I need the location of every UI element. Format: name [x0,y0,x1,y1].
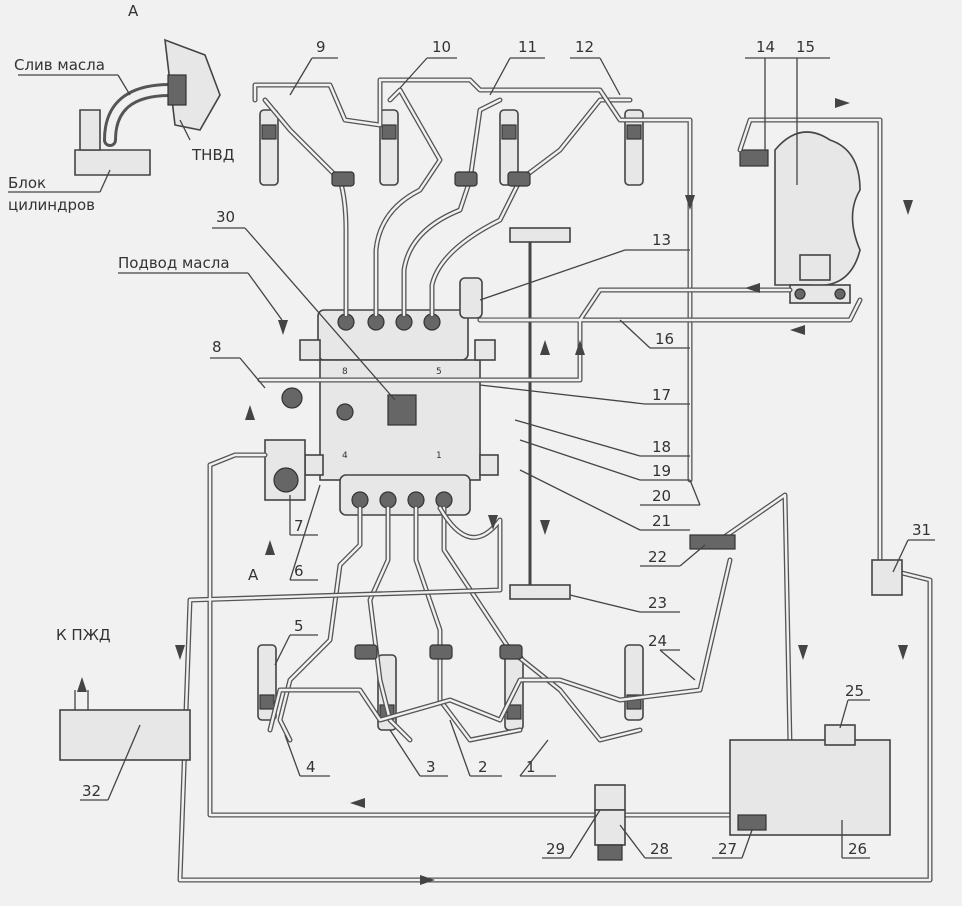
callout-5: 5 [294,617,304,635]
callout-30: 30 [216,208,235,226]
pump-mark-4: 4 [342,451,348,461]
callout-14: 14 [756,38,775,56]
callout-16: 16 [655,330,674,348]
callout-6: 6 [294,562,304,580]
callout-29: 29 [546,840,565,858]
callout-9: 9 [316,38,326,56]
oil-drain-label: Слив масла [14,56,105,74]
callout-21: 21 [652,512,671,530]
callout-18: 18 [652,438,671,456]
callout-27: 27 [718,840,737,858]
callout-leaders [80,57,935,859]
callout-32: 32 [82,782,101,800]
callout-7: 7 [294,517,304,535]
tnvd-label: ТНВД [191,146,234,164]
callout-numbers: 1 2 3 4 5 6 7 8 9 10 11 12 13 14 15 16 1… [82,38,931,858]
callout-12: 12 [575,38,594,56]
inset-title: A [128,2,139,20]
oil-supply-label: Подвод масла [118,254,230,272]
block-label-1: Блок [8,174,46,192]
lower-high-pressure-lines [267,505,733,743]
callout-1: 1 [526,758,536,776]
callout-2: 2 [478,758,488,776]
callout-13: 13 [652,231,671,249]
to-pzhd-label: К ПЖД [56,626,111,644]
sensor-rod [509,227,571,600]
fuel-tank [729,724,891,836]
pump-mark-5: 5 [436,367,442,377]
injection-pump: 8 5 4 1 [264,277,499,516]
callout-15: 15 [796,38,815,56]
junction-block [689,534,736,550]
callout-19: 19 [652,462,671,480]
callout-4: 4 [306,758,316,776]
low-pressure-lines [177,117,933,883]
callout-23: 23 [648,594,667,612]
callout-8: 8 [212,338,222,356]
callout-24: 24 [648,632,667,650]
callout-10: 10 [432,38,451,56]
inset-view-a: A Слив масла ТНВД Блок цилиндров [8,2,234,214]
view-a-arrow-label: А [248,566,259,584]
callout-25: 25 [845,682,864,700]
callout-3: 3 [426,758,436,776]
upper-high-pressure-lines [252,77,693,483]
upper-injectors [259,109,644,186]
tee-fitting [871,559,903,596]
callout-26: 26 [848,840,867,858]
callout-17: 17 [652,386,671,404]
callout-31: 31 [912,521,931,539]
pump-mark-8: 8 [342,367,348,377]
fuel-filter [739,131,861,304]
flow-arrows [77,98,913,885]
callout-22: 22 [648,548,667,566]
pzhd-tank [59,690,191,761]
pump-mark-1: 1 [436,451,442,461]
booster-pump [594,784,626,861]
callout-28: 28 [650,840,669,858]
callout-20: 20 [652,487,671,505]
block-label-2: цилиндров [8,196,95,214]
callout-11: 11 [518,38,537,56]
